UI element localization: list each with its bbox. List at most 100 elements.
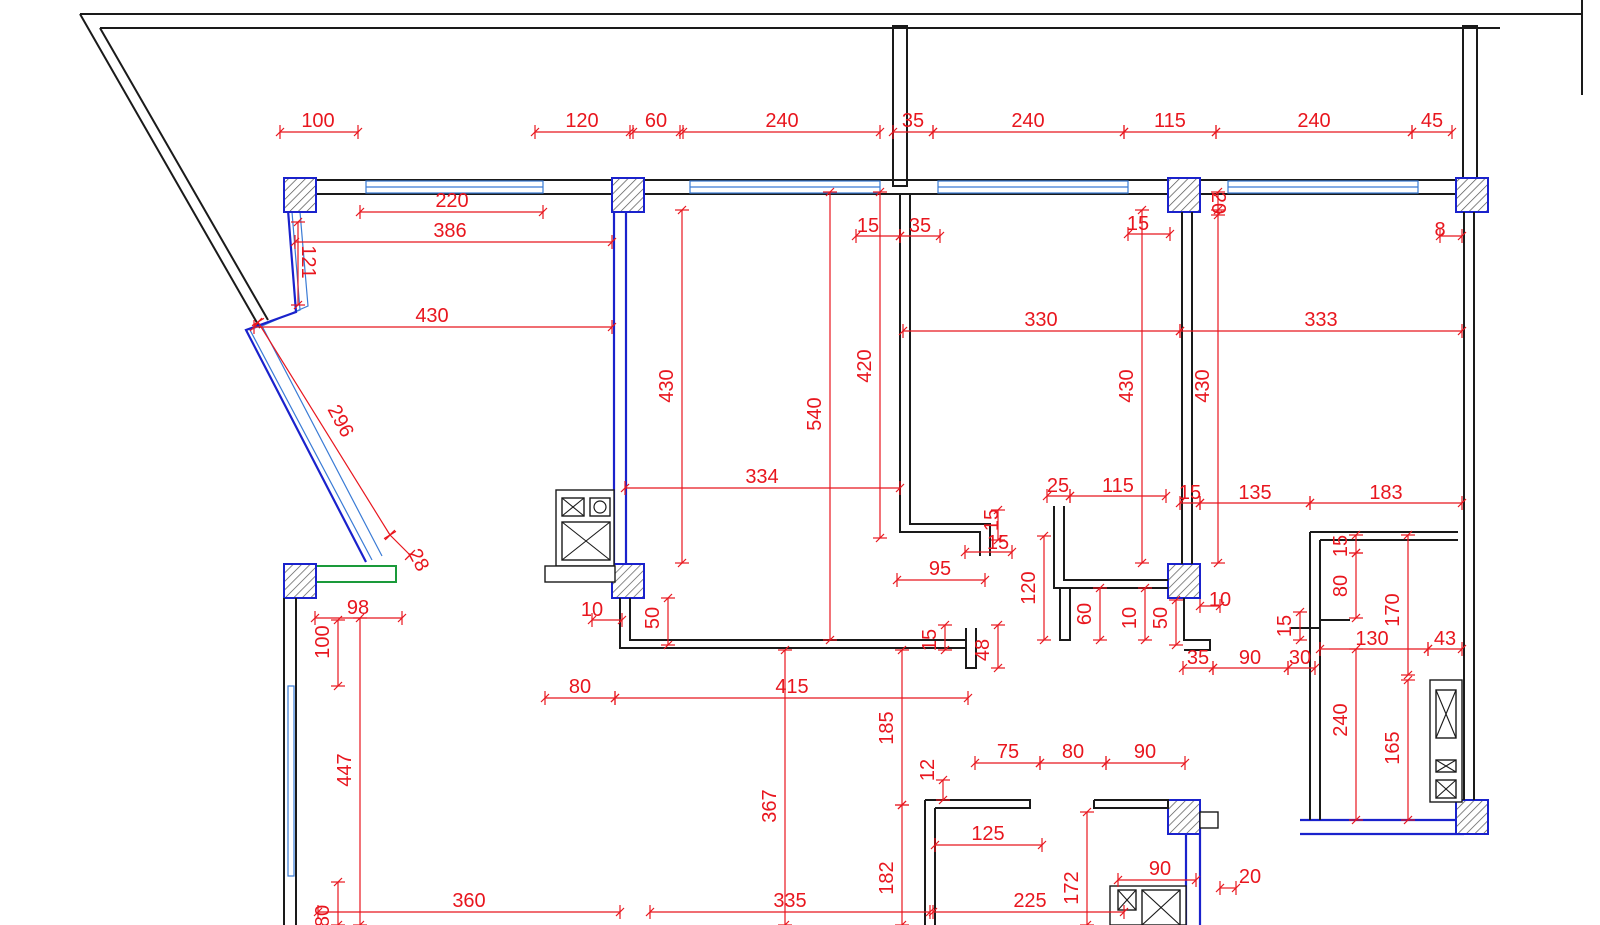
dimension-slash	[892, 575, 902, 585]
bathroom-fixtures-bottom	[1109, 811, 1219, 925]
dimension-label: 100	[301, 110, 334, 132]
dimension-100: 100	[275, 110, 363, 139]
dimension-slash	[780, 645, 790, 655]
dimension-60: 60	[1074, 583, 1107, 645]
dimension-label: 185	[876, 711, 898, 744]
dimension-label: 90	[1239, 647, 1261, 669]
dimension-slash	[1119, 907, 1129, 917]
dimension-label: 240	[1011, 110, 1044, 132]
dimension-slash	[1165, 229, 1175, 239]
dimension-slash	[895, 231, 905, 241]
dimension-label: 43	[1434, 628, 1456, 650]
dimension-slash	[1407, 127, 1417, 137]
dimension-386: 386	[290, 220, 617, 249]
dimension-slash	[615, 907, 625, 917]
dimension-label: 10	[1119, 607, 1141, 629]
dimension-slash	[1310, 663, 1320, 673]
dimension-80: 80	[540, 676, 620, 705]
dimension-slash	[935, 231, 945, 241]
dimension-slash	[1211, 127, 1221, 137]
dimension-label: 420	[854, 349, 876, 382]
interior-walls	[283, 194, 1475, 925]
dimension-slash	[1351, 613, 1361, 623]
dimension-slash	[1119, 127, 1129, 137]
dimension-50: 50	[1150, 595, 1183, 650]
dimension-15: 15	[960, 532, 1017, 559]
dimension-slash	[1171, 595, 1181, 605]
dimension-slash	[928, 127, 938, 137]
dimension-slash	[1161, 491, 1171, 501]
dimension-slash	[1140, 583, 1150, 593]
dimension-slash	[333, 615, 343, 625]
dimension-label: 15	[1330, 535, 1352, 557]
dimension-label: 28	[403, 545, 433, 575]
dimension-slash	[610, 693, 620, 703]
dimension-slash	[930, 840, 940, 850]
dimension-125: 125	[930, 823, 1047, 852]
dimension-slash	[1351, 815, 1361, 825]
dimension-slash	[1140, 635, 1150, 645]
dimension-label: 386	[433, 220, 466, 242]
dimension-slash	[1403, 815, 1413, 825]
dimension-slash	[1351, 530, 1361, 540]
dimension-slash	[938, 795, 948, 805]
dimension-135: 135	[1195, 482, 1315, 510]
dimension-label: 75	[997, 741, 1019, 763]
dimension-slash	[993, 505, 1003, 515]
dimension-220: 220	[355, 190, 548, 219]
dimension-slash	[1195, 601, 1205, 611]
dimension-95: 95	[892, 558, 990, 587]
dimension-slash	[249, 322, 259, 332]
dimension-28: 28	[384, 529, 433, 575]
dimension-label: 430	[656, 369, 678, 402]
dimension-12: 12	[917, 759, 950, 805]
dimension-label: 430	[415, 305, 448, 327]
dimension-label: 80	[1062, 741, 1084, 763]
dimension-slash	[1035, 758, 1045, 768]
dimension-slash	[1283, 663, 1293, 673]
dimension-slash	[888, 127, 898, 137]
dimension-label: 220	[435, 190, 468, 212]
dimension-540: 540	[804, 187, 837, 645]
dimension-50: 50	[642, 593, 675, 650]
kitchen-fixtures	[544, 489, 616, 583]
dimension-label: 50	[1150, 607, 1172, 629]
dimension-20: 20	[1215, 866, 1261, 895]
dimension-slash	[313, 907, 323, 917]
dimension-label: 120	[565, 110, 598, 132]
dimension-slash	[1095, 583, 1105, 593]
dimension-165: 165	[1382, 675, 1415, 825]
dimension-slash	[1065, 491, 1075, 501]
dimension-slash	[538, 207, 548, 217]
dimension-240: 240	[1211, 110, 1417, 139]
dimension-label: 120	[1018, 571, 1040, 604]
dimension-slash	[897, 645, 907, 655]
dimension-172: 172	[1061, 807, 1094, 925]
dimension-label: 15	[1179, 482, 1201, 504]
dimension-43: 43	[1423, 628, 1467, 656]
dimension-label: 15	[919, 629, 941, 651]
dimension-label: 183	[1369, 482, 1402, 504]
dimension-130: 130	[1315, 628, 1433, 656]
dimension-240: 240	[678, 110, 885, 139]
dimension-label: 20	[1239, 866, 1261, 888]
dimension-label: 335	[773, 890, 806, 912]
dimension-slash	[898, 326, 908, 336]
dimension-slash	[993, 620, 1003, 630]
dimension-slash	[293, 300, 303, 310]
dimension-label: 35	[909, 215, 931, 237]
dimension-slash	[530, 127, 540, 137]
dimension-label: 334	[745, 466, 778, 488]
dimension-label: 98	[347, 597, 369, 619]
dimension-slash	[333, 877, 343, 887]
dimension-slash	[337, 920, 343, 925]
dimension-10: 10	[1195, 589, 1231, 613]
dimension-447: 447	[334, 613, 367, 925]
dimension-slash	[253, 317, 263, 327]
dimension-slash	[1178, 663, 1188, 673]
dimension-label: 8	[1434, 219, 1445, 241]
dimension-slash	[677, 558, 687, 568]
dimension-25: 25	[1042, 475, 1075, 503]
dimension-label: 240	[1297, 110, 1330, 132]
dimension-slash	[1435, 231, 1445, 241]
